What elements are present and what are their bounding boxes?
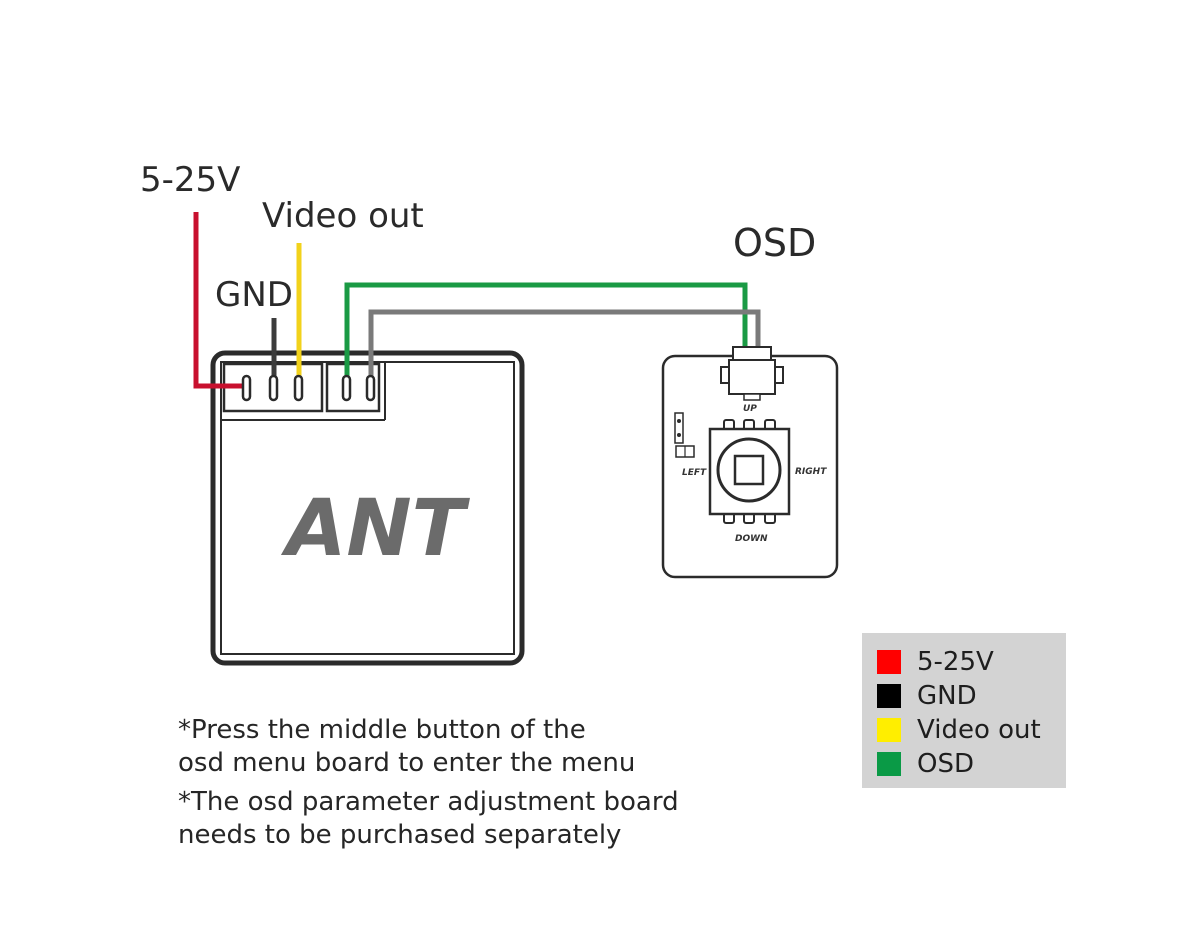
jumper-pad [677, 433, 681, 437]
connector-pin [268, 374, 279, 402]
legend-item-power: 5-25V [877, 645, 1066, 679]
legend-swatch [877, 684, 901, 708]
left-jumper [674, 412, 684, 444]
osd-board-label: OSD [733, 221, 816, 265]
legend-label: GND [917, 681, 977, 711]
jumper-pad [677, 419, 681, 423]
connector-pin [341, 374, 352, 402]
osd-board-connector-cap [732, 346, 772, 362]
note-osd-menu: *Press the middle button of the osd menu… [178, 715, 636, 778]
connector-pin [293, 374, 304, 402]
note-board-separate: *The osd parameter adjustment board need… [178, 787, 679, 850]
legend-swatch [877, 650, 901, 674]
osd-board-connector-foot [743, 393, 761, 401]
osd-gray-wire [368, 309, 761, 381]
legend-item-osd: OSD [877, 747, 1066, 781]
gnd-wire-label: GND [215, 275, 293, 315]
power-wire [193, 212, 246, 389]
camera-brand-logo: ANT [280, 484, 471, 574]
left-label: LEFT [682, 468, 707, 478]
legend-swatch [877, 752, 901, 776]
osd-connector-pins [341, 374, 376, 402]
legend-label: 5-25V [917, 647, 994, 677]
video-wire-label: Video out [262, 196, 424, 236]
power-wire-label: 5-25V [140, 160, 240, 200]
power-connector-pins [241, 374, 304, 402]
legend-swatch [877, 718, 901, 742]
up-label: UP [743, 404, 757, 414]
legend-label: Video out [917, 715, 1041, 745]
osd-board-connector-tab [774, 366, 784, 384]
color-legend: 5-25V GND Video out OSD [862, 633, 1066, 788]
osd-board-connector [728, 359, 776, 395]
osd-signal-wire [344, 282, 748, 381]
joystick-center-button[interactable] [733, 454, 765, 486]
camera-module: ANT [210, 350, 525, 666]
connector-pin [365, 374, 376, 402]
legend-label: OSD [917, 749, 974, 779]
camera-inner-frame [220, 361, 515, 655]
connector-pin [241, 374, 252, 402]
legend-item-gnd: GND [877, 679, 1066, 713]
legend-item-video: Video out [877, 713, 1066, 747]
osd-board: UP LEFT RIGHT DOWN [661, 346, 839, 579]
notes: *Press the middle button of the osd menu… [178, 714, 798, 858]
camera-outer-frame [210, 350, 525, 666]
osd-board-connector-tab [720, 366, 730, 384]
down-label: DOWN [735, 534, 768, 544]
right-label: RIGHT [795, 467, 827, 477]
